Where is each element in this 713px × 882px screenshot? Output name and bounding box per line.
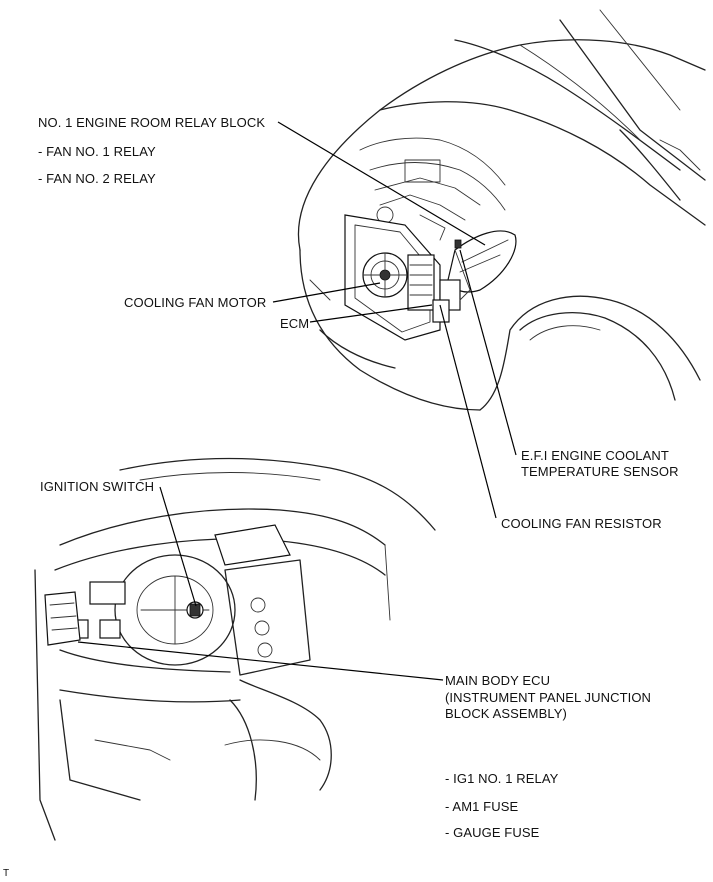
leader-lines (77, 121, 517, 681)
label-fan2-relay: - FAN NO. 2 RELAY (38, 171, 156, 186)
label-cooling-fan-motor: COOLING FAN MOTOR (124, 295, 267, 310)
leader-main-body-ecu (77, 641, 444, 681)
dashboard-drawing (34, 457, 436, 841)
label-cooling-fan-resistor: COOLING FAN RESISTOR (501, 516, 662, 531)
label-main-body-ecu-line2: (INSTRUMENT PANEL JUNCTION (445, 690, 652, 705)
label-ecm: ECM (280, 316, 310, 331)
label-ignition-switch: IGNITION SWITCH (40, 479, 155, 494)
label-am1-fuse: - AM1 FUSE (445, 799, 519, 814)
leader-efi-sensor (459, 249, 517, 456)
label-fan1-relay: - FAN NO. 1 RELAY (38, 144, 156, 159)
leader-cooling-fan-motor (272, 282, 381, 303)
label-gauge-fuse: - GAUGE FUSE (445, 825, 540, 840)
leader-cooling-fan-resistor (439, 304, 497, 519)
vehicle-front-drawing (297, 9, 706, 411)
label-main-body-ecu-line3: BLOCK ASSEMBLY) (445, 706, 567, 721)
leader-ecm (309, 304, 433, 323)
label-ig1-relay: - IG1 NO. 1 RELAY (445, 771, 559, 786)
label-relay-block: NO. 1 ENGINE ROOM RELAY BLOCK (38, 115, 266, 130)
label-main-body-ecu-line1: MAIN BODY ECU (445, 673, 551, 688)
corner-mark: T (3, 868, 10, 879)
leader-relay-block (277, 121, 486, 246)
label-efi-sensor-line1: E.F.I ENGINE COOLANT (521, 448, 669, 463)
leader-ignition-switch (159, 486, 197, 607)
label-efi-sensor-line2: TEMPERATURE SENSOR (521, 464, 679, 479)
